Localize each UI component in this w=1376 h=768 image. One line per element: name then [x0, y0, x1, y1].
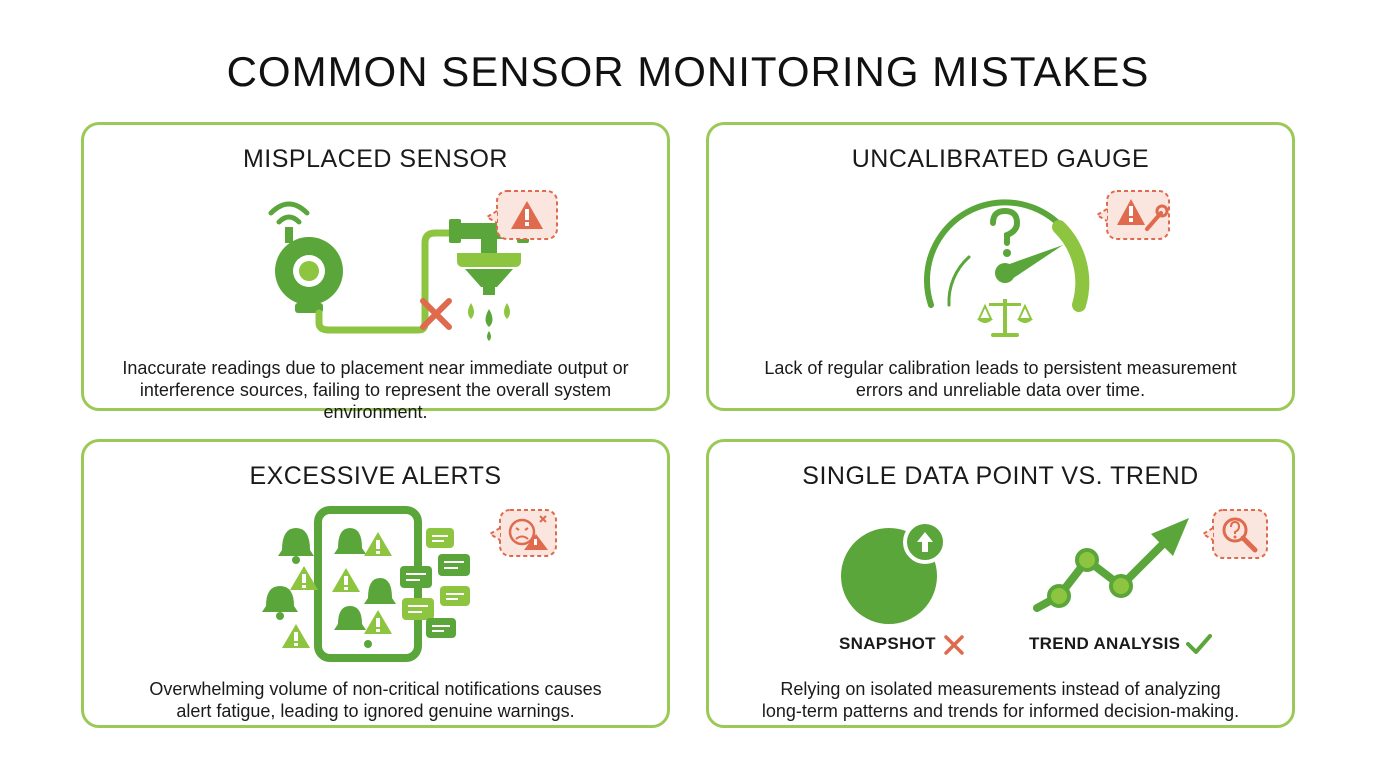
card-description: Overwhelming volume of non-critical noti…	[149, 679, 602, 721]
check-icon	[1186, 634, 1212, 654]
card-description: Lack of regular calibration leads to per…	[764, 358, 1237, 400]
trend-illustration	[1033, 509, 1268, 612]
wireless-sensor-icon	[268, 201, 343, 313]
card-title: EXCESSIVE ALERTS	[249, 462, 502, 490]
card-title: UNCALIBRATED GAUGE	[851, 145, 1150, 173]
chat-bubble-icon	[400, 528, 470, 638]
warning-marks	[294, 540, 380, 646]
red-x-icon	[420, 298, 452, 330]
stressed-face-icon	[488, 509, 557, 557]
bell-icon	[262, 528, 396, 630]
card-misplaced-sensor: MISPLACED SENSOR	[81, 122, 670, 422]
snapshot-illustration	[841, 520, 947, 624]
balance-scale-icon	[977, 299, 1033, 337]
card-title: MISPLACED SENSOR	[242, 145, 508, 173]
trend-line-icon	[1033, 518, 1189, 612]
card-single-data-point-vs-trend: SINGLE DATA POINT VS. TREND SNAPSHOT	[706, 439, 1295, 728]
question-mark-icon	[990, 207, 1021, 257]
up-arrow-badge-icon	[903, 520, 947, 564]
magnifier-question-icon	[1201, 509, 1268, 559]
card-excessive-alerts: EXCESSIVE ALERTS	[81, 439, 670, 728]
uncalibrated-gauge-illustration	[924, 190, 1170, 337]
warning-icon	[485, 190, 558, 240]
red-x-icon	[944, 635, 964, 655]
card-uncalibrated-gauge: UNCALIBRATED GAUGE	[706, 122, 1295, 411]
snapshot-label: SNAPSHOT	[839, 634, 936, 653]
gauge-icon	[924, 199, 1090, 312]
misplaced-sensor-illustration	[268, 190, 558, 341]
trend-analysis-label: TREND ANALYSIS	[1029, 634, 1181, 653]
card-description: Inaccurate readings due to placement nea…	[122, 358, 629, 422]
warning-wrench-icon	[1095, 190, 1170, 240]
page-title: COMMON SENSOR MONITORING MISTAKES	[226, 48, 1150, 95]
excessive-alerts-illustration	[262, 506, 557, 662]
card-description: Relying on isolated measurements instead…	[761, 679, 1240, 721]
card-title: SINGLE DATA POINT VS. TREND	[802, 462, 1199, 490]
